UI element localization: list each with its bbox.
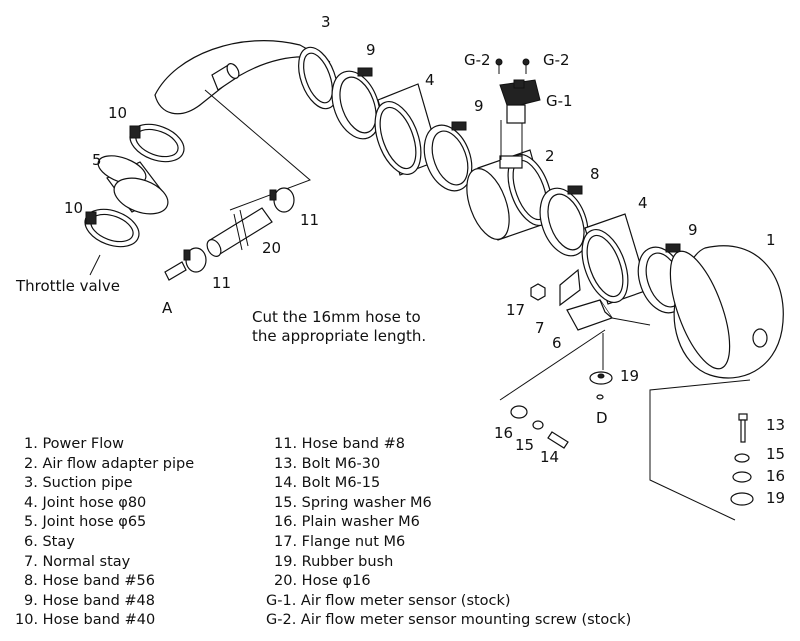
- legend-item: G-1. Air flow meter sensor (stock): [266, 592, 511, 609]
- label-8: 8: [590, 165, 600, 183]
- parts-legend-right: 11. Hose band #8 13. Bolt M6-30 14. Bolt…: [266, 435, 631, 631]
- label-d: D: [596, 409, 608, 427]
- label-throttle-valve: Throttle valve: [16, 277, 120, 295]
- label-11a: 11: [300, 211, 320, 229]
- label-16b: 16: [766, 467, 786, 485]
- label-11b: 11: [212, 274, 232, 292]
- legend-item: 20. Hose φ16: [274, 573, 371, 590]
- legend-item: 1. Power Flow: [24, 436, 124, 452]
- legend-item: 19. Rubber bush: [274, 553, 394, 570]
- label-5: 5: [92, 151, 102, 169]
- legend-item: 13. Bolt M6-30: [274, 455, 381, 472]
- legend-item: 5. Joint hose φ65: [24, 514, 147, 531]
- label-17: 17: [506, 301, 526, 319]
- label-a: A: [162, 299, 173, 317]
- right-fasteners: [730, 413, 754, 506]
- air-flow-adapter-pipe: [466, 120, 553, 241]
- label-4b: 4: [638, 194, 648, 212]
- note-line-2: the appropriate length.: [252, 327, 427, 345]
- suction-pipe: [154, 40, 338, 211]
- hose-band-8: [539, 185, 589, 257]
- air-flow-meter-sensor: [499, 79, 541, 124]
- label-13: 13: [766, 416, 786, 434]
- label-10a: 10: [108, 104, 128, 122]
- label-20: 20: [262, 239, 282, 257]
- cut-hose-note: Cut the 16mm hose to the appropriate len…: [252, 308, 426, 346]
- power-flow-filter: [649, 245, 784, 521]
- label-19a: 19: [620, 367, 640, 385]
- legend-item: 7. Normal stay: [24, 553, 131, 570]
- label-9a: 9: [366, 41, 376, 59]
- legend-item: 6. Stay: [24, 533, 75, 550]
- label-9b: 9: [474, 97, 484, 115]
- hose-band-9a: [331, 67, 381, 140]
- label-g1: G-1: [546, 92, 573, 110]
- hose-band-9b: [423, 121, 473, 192]
- legend-item: 14. Bolt M6-15: [274, 475, 381, 492]
- legend-item: 3. Suction pipe: [24, 475, 133, 492]
- stay-assembly: [499, 268, 651, 401]
- joint-hose-4b: [581, 213, 649, 305]
- legend-item: 17. Flange nut M6: [274, 533, 406, 550]
- label-9c: 9: [688, 221, 698, 239]
- label-g2-left: G-2: [464, 51, 491, 69]
- label-14: 14: [540, 448, 560, 466]
- legend-item: 9. Hose band #48: [24, 592, 155, 609]
- center-fasteners: [510, 371, 613, 449]
- label-19b: 19: [766, 489, 786, 507]
- hose-band-10a: [129, 123, 185, 163]
- legend-item: 4. Joint hose φ80: [24, 494, 147, 511]
- label-g2-right: G-2: [543, 51, 570, 69]
- legend-item: 11. Hose band #8: [274, 436, 405, 452]
- mounting-screws: [495, 58, 530, 74]
- label-4a: 4: [425, 71, 435, 89]
- legend-item: G-2. Air flow meter sensor mounting scre…: [266, 612, 632, 629]
- label-3: 3: [321, 13, 331, 31]
- label-1: 1: [766, 231, 776, 249]
- legend-item: 2. Air flow adapter pipe: [24, 455, 195, 472]
- label-10b: 10: [64, 199, 84, 217]
- label-2: 2: [545, 147, 555, 165]
- parts-legend-left: 1. Power Flow 2. Air flow adapter pipe 3…: [15, 435, 195, 631]
- legend-item: 8. Hose band #56: [24, 573, 155, 590]
- legend-item: 16. Plain washer M6: [274, 514, 420, 531]
- label-15b: 15: [766, 445, 786, 463]
- label-7: 7: [535, 319, 545, 337]
- note-line-1: Cut the 16mm hose to: [252, 308, 421, 326]
- hose-16-assembly: [164, 187, 295, 281]
- label-15a: 15: [515, 436, 535, 454]
- legend-item: 10. Hose band #40: [15, 612, 156, 629]
- joint-hose-5: [97, 155, 169, 215]
- hose-band-10b: [84, 208, 140, 276]
- label-16a: 16: [494, 424, 514, 442]
- label-6: 6: [552, 334, 562, 352]
- legend-item: 15. Spring washer M6: [274, 494, 432, 511]
